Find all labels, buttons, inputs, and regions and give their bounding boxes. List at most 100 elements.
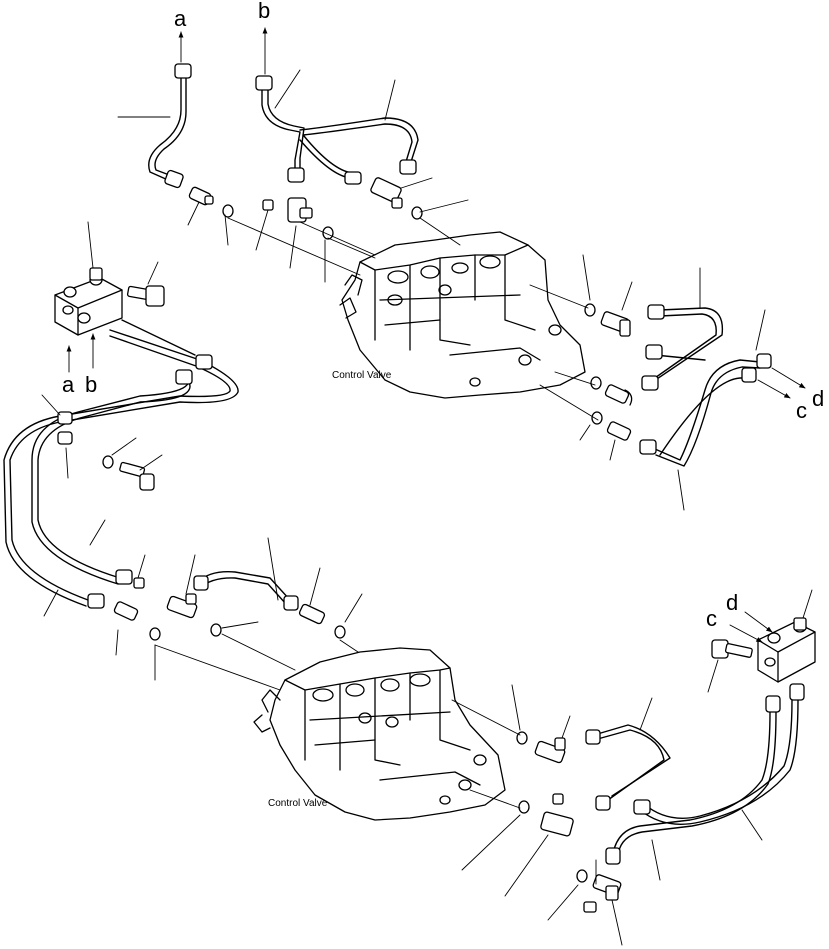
- o-ring-4: [584, 303, 596, 317]
- fitting-tee-5: [166, 593, 198, 619]
- pipe-a-top: [148, 63, 192, 189]
- leader-valve-7: [539, 384, 599, 421]
- fitting-tee-3: [600, 311, 631, 337]
- o-ring-5: [590, 376, 602, 390]
- connector-d-block-label: d: [726, 590, 738, 615]
- leader-valve-1: [227, 217, 361, 276]
- leader-r6: [755, 309, 766, 351]
- plug-2: [133, 577, 145, 589]
- leader-low-17: [651, 839, 661, 881]
- pipes-right-lower: [585, 683, 805, 865]
- leader-low-5: [221, 621, 259, 629]
- control-valve-lower-label: Control Valve: [268, 798, 328, 809]
- leader-low-9: [511, 684, 521, 731]
- connector-a-block-label: a: [62, 372, 75, 397]
- fitting-tee-2: [370, 177, 403, 209]
- leader-valve-4: [419, 217, 461, 246]
- leader-left-5: [111, 437, 137, 456]
- pipe-lower-mid: [193, 571, 299, 611]
- leader-low-11: [461, 814, 521, 871]
- leader-valve-5: [529, 284, 589, 309]
- fitting-elbow-3: [113, 601, 139, 621]
- leader-block-3: [802, 589, 813, 619]
- o-ring-12: [518, 800, 530, 814]
- leader-left-4: [43, 589, 59, 617]
- plug-3: [552, 793, 564, 805]
- leader-left-2: [65, 447, 69, 479]
- o-ring-6: [591, 411, 603, 425]
- fitting-elbow-2: [604, 384, 633, 406]
- leader-low-8: [344, 593, 363, 623]
- control-valve-upper-label: Control Valve: [332, 370, 392, 381]
- fitting-block-lower: [540, 811, 574, 837]
- o-ring-13: [576, 869, 588, 883]
- o-ring-7: [102, 455, 114, 469]
- pipes-right-upper: [639, 304, 772, 467]
- leader-low-2: [115, 629, 119, 656]
- connector-b-block-label: b: [85, 372, 97, 397]
- plug-4: [583, 901, 597, 913]
- leader-block-1: [87, 221, 94, 269]
- leader-valve-low-2: [221, 633, 296, 671]
- bolt-right: [711, 639, 753, 659]
- leader-valve-low-1: [154, 644, 281, 691]
- leader-block-2: [147, 261, 159, 285]
- o-ring-9: [210, 623, 222, 637]
- arrow-c-block: [729, 624, 763, 643]
- distribution-block-right: [757, 617, 816, 683]
- leader-low-6: [267, 537, 279, 601]
- leader-valve-6: [554, 371, 596, 386]
- leader-low-7: [309, 567, 321, 606]
- connector-c-block-label: c: [706, 606, 717, 631]
- arrow-c-right: [757, 379, 791, 399]
- arrow-d-right: [771, 367, 806, 389]
- leader-low-12: [504, 834, 549, 897]
- pipe-b-top: [255, 75, 419, 185]
- leader-left-3: [89, 519, 106, 546]
- control-valve-upper: [339, 231, 586, 399]
- leader-low-13: [547, 884, 579, 921]
- leader-low-16: [639, 697, 653, 731]
- bolt-left-2: [119, 461, 155, 491]
- leader-valve-3: [327, 237, 376, 259]
- leader-low-10: [561, 715, 571, 739]
- leader-valve-low-4: [451, 699, 521, 736]
- leader-valve-low-5: [469, 789, 521, 809]
- o-ring-1: [222, 204, 234, 218]
- fitting-tee-1: [287, 197, 313, 223]
- arrow-d-block: [744, 611, 773, 633]
- fitting-tee-7: [592, 874, 622, 901]
- pipes-left-long: [3, 319, 239, 609]
- fitting-tee-6: [534, 737, 566, 764]
- control-valve-lower: [253, 647, 506, 821]
- connector-a-top-label: a: [174, 6, 187, 31]
- connector-d-right-label: d: [812, 386, 824, 411]
- leader-r1: [582, 254, 591, 301]
- leader-r4: [609, 439, 616, 461]
- distribution-block-left: [54, 267, 123, 336]
- bolt-left: [126, 285, 165, 307]
- leader-left-1: [41, 394, 61, 416]
- fitting-tee-4: [606, 421, 632, 441]
- connector-c-right-label: c: [796, 398, 807, 423]
- connector-b-top-label: b: [258, 0, 270, 23]
- leader-r7: [677, 469, 685, 511]
- fitting-elbow-4: [298, 603, 326, 625]
- leader-low-1: [137, 554, 146, 579]
- o-ring-8: [149, 627, 161, 641]
- leader-left-6: [139, 454, 163, 471]
- leader-low-18: [741, 809, 763, 841]
- leader-r3: [579, 424, 591, 441]
- fitting-elbow-1: [188, 186, 214, 206]
- leader-low-14: [611, 899, 623, 946]
- plug-1: [262, 199, 274, 211]
- leader-block-4: [707, 659, 719, 693]
- leader-valve-2: [299, 221, 376, 256]
- o-ring-11: [516, 731, 528, 745]
- leader-low-4: [185, 554, 196, 595]
- o-ring-2: [411, 206, 423, 220]
- leader-r2: [621, 281, 633, 311]
- o-ring-10: [334, 625, 346, 639]
- o-ring-3: [322, 226, 334, 240]
